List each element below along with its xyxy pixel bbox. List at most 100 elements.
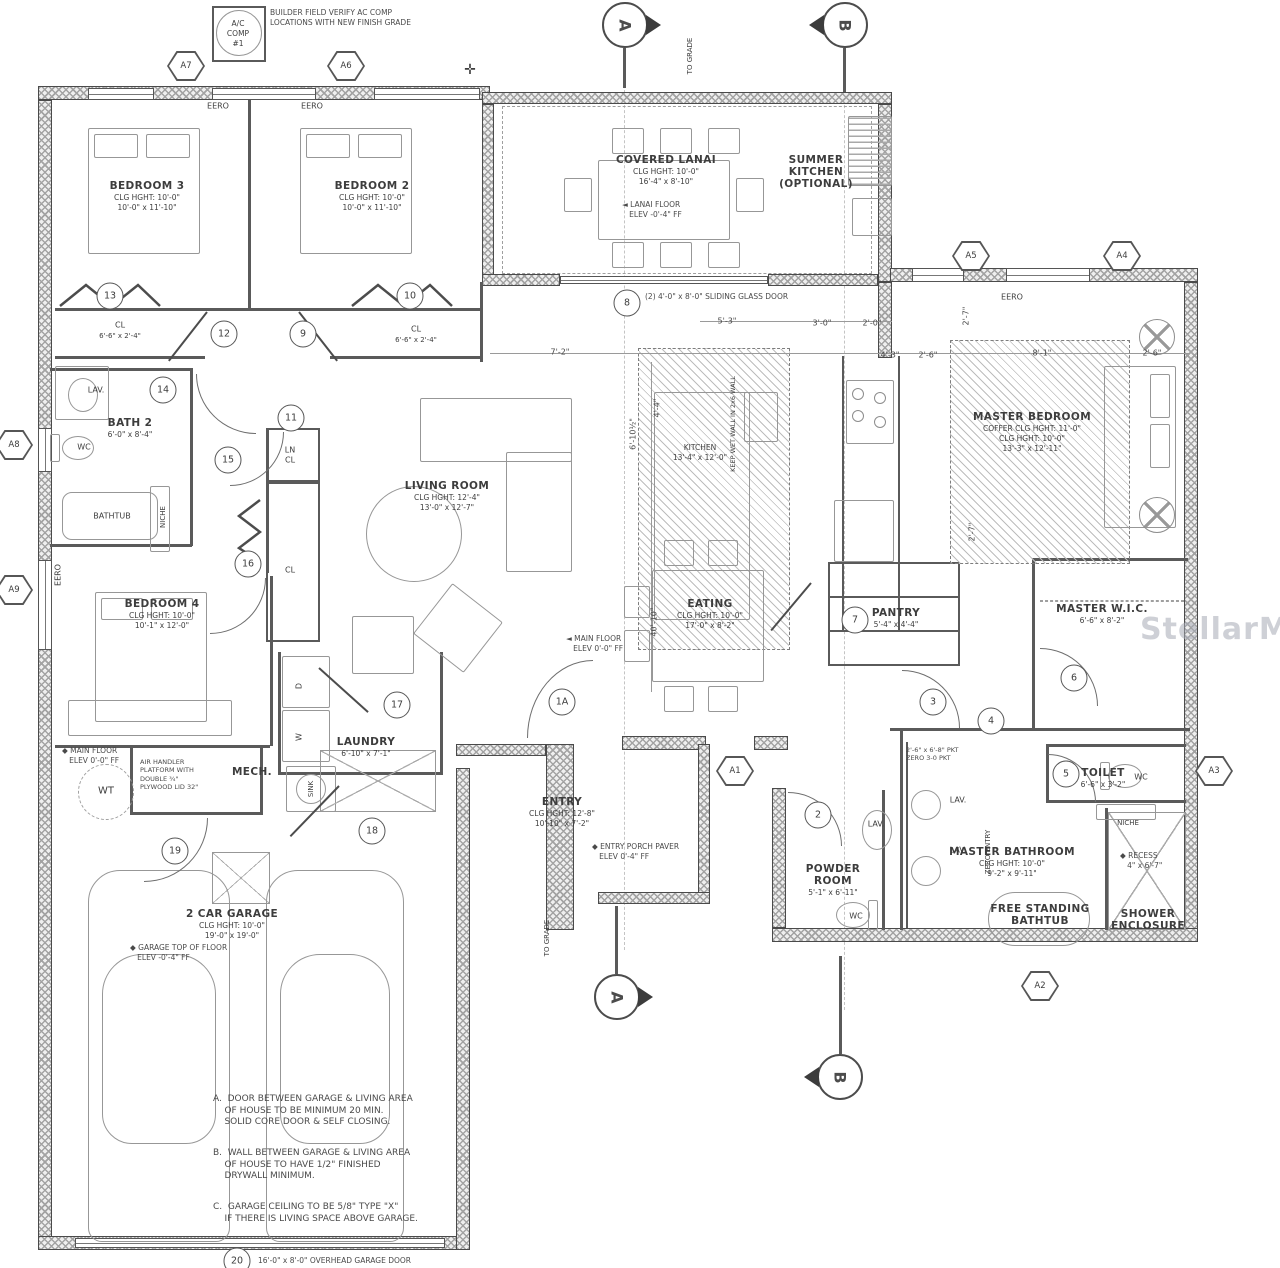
fixture-label: WC [1134,772,1148,782]
hex-tag-a6: A6 [327,51,365,81]
fixture-label: SINK [307,780,315,798]
section-letter: A [607,990,627,1004]
ac-pad [212,6,266,62]
garage-door-opening [75,1238,445,1248]
chair-icon [664,686,694,712]
table-icon [598,160,730,240]
dimension-label: 4'-4" [652,398,662,418]
fixture-label: KEEP WET WALL IN 2x6 WALL [729,376,737,472]
door-arc [210,578,266,634]
dimension-label: 2'-6" [1142,348,1162,358]
bed-icon [300,128,412,254]
chair-icon [624,630,650,662]
chair-icon [708,242,740,268]
section-marker-a: A [594,974,653,1020]
car-cabin-icon [102,954,216,1144]
fixture-label: LN [284,445,296,455]
fixture-label: WC [849,911,863,921]
closet [266,482,320,642]
wall-segment [330,356,480,359]
fixture-label: W [294,733,304,741]
grill-icon [848,116,892,186]
note: 16'-0" x 8'-0" OVERHEAD GARAGE DOOR [258,1256,411,1265]
hex-tag-a7: A7 [167,51,205,81]
sofa-icon [420,398,572,462]
wall-segment [456,744,546,756]
rug-icon [366,486,462,582]
window [88,88,154,100]
note: ◆ MAIN FLOOR ELEV 0'-0" FF [62,746,120,765]
bed-icon [88,128,200,254]
dimension-label: 6'-10½" [628,418,638,450]
chair-icon [413,583,503,673]
keynote-18: 18 [358,817,386,845]
stem [839,956,842,1054]
wall-segment [1046,744,1186,747]
chair-icon [612,242,644,268]
toilet-icon [62,436,94,460]
dimension-label: 2'-6" [918,350,938,360]
pillow-icon [1150,424,1170,468]
hex-tag-label: A7 [169,53,203,79]
keynote-20: 20 [223,1247,251,1268]
stem [615,906,618,974]
note: ◆ ENTRY PORCH PAVER ELEV 0'-4" FF [592,842,680,861]
section-triangle-icon [638,987,653,1007]
window [212,88,316,100]
vanity-icon [55,366,109,420]
fixture-label: 6'-6" x 2'-4" [395,336,437,344]
lanai-ceiling-line [502,106,872,274]
fixture-label: NICHE [159,506,167,528]
wall-segment [38,100,52,1250]
fixture-label: CL [284,565,296,575]
fixture-label: LAV. [949,845,967,855]
sink-icon [852,198,892,236]
hex-tag-a8: A8 [0,430,33,460]
shelf-line [830,630,958,632]
fixture-label: TO GRADE [686,37,694,75]
dimension-label: 5'-3" [717,316,737,326]
note: ◆ RECESS 4" x 6'-7" [1120,851,1163,870]
hex-tag-a4: A4 [1103,241,1141,271]
section-triangle-icon [804,1067,819,1087]
fixture-label: ZERO ENTRY [984,829,992,875]
chair-icon [624,586,650,618]
dimension-label: 4'-3" [880,350,900,360]
dim-line [651,362,652,692]
shelf-line [830,596,958,598]
ceiling-fan-icon [1139,497,1175,533]
fixture-label: D [294,682,304,690]
chair-icon [660,128,692,154]
wall-segment [440,652,443,774]
toilet-icon [836,902,870,928]
pantry-shelves [828,562,960,666]
note: ◄ MAIN FLOOR ELEV 0'-0" FF [566,634,624,653]
wall-segment [1046,744,1049,802]
fixture-label: NICHE [1117,819,1139,827]
air-handler-platform [320,750,436,812]
car-cabin-icon [280,954,390,1144]
hex-tag-label: A9 [0,577,31,603]
shower-icon [1108,812,1186,930]
burner-icon [852,388,864,400]
note: BUILDER FIELD VERIFY AC COMP LOCATIONS W… [270,8,411,27]
pillow-icon [101,598,143,620]
chair-icon [664,540,694,566]
chair-icon [564,178,592,212]
bathtub-icon [988,892,1090,946]
fixture-label: LAV. [867,819,885,829]
wall-segment [55,308,481,311]
burner-icon [852,410,864,422]
washer-icon [282,710,330,762]
note: ◆ GARAGE TOP OF FLOOR ELEV -0'-4" FF [130,943,228,962]
hex-tag-label: A4 [1105,243,1139,269]
toilet-tank-icon [50,434,60,462]
wall-segment [260,748,263,814]
